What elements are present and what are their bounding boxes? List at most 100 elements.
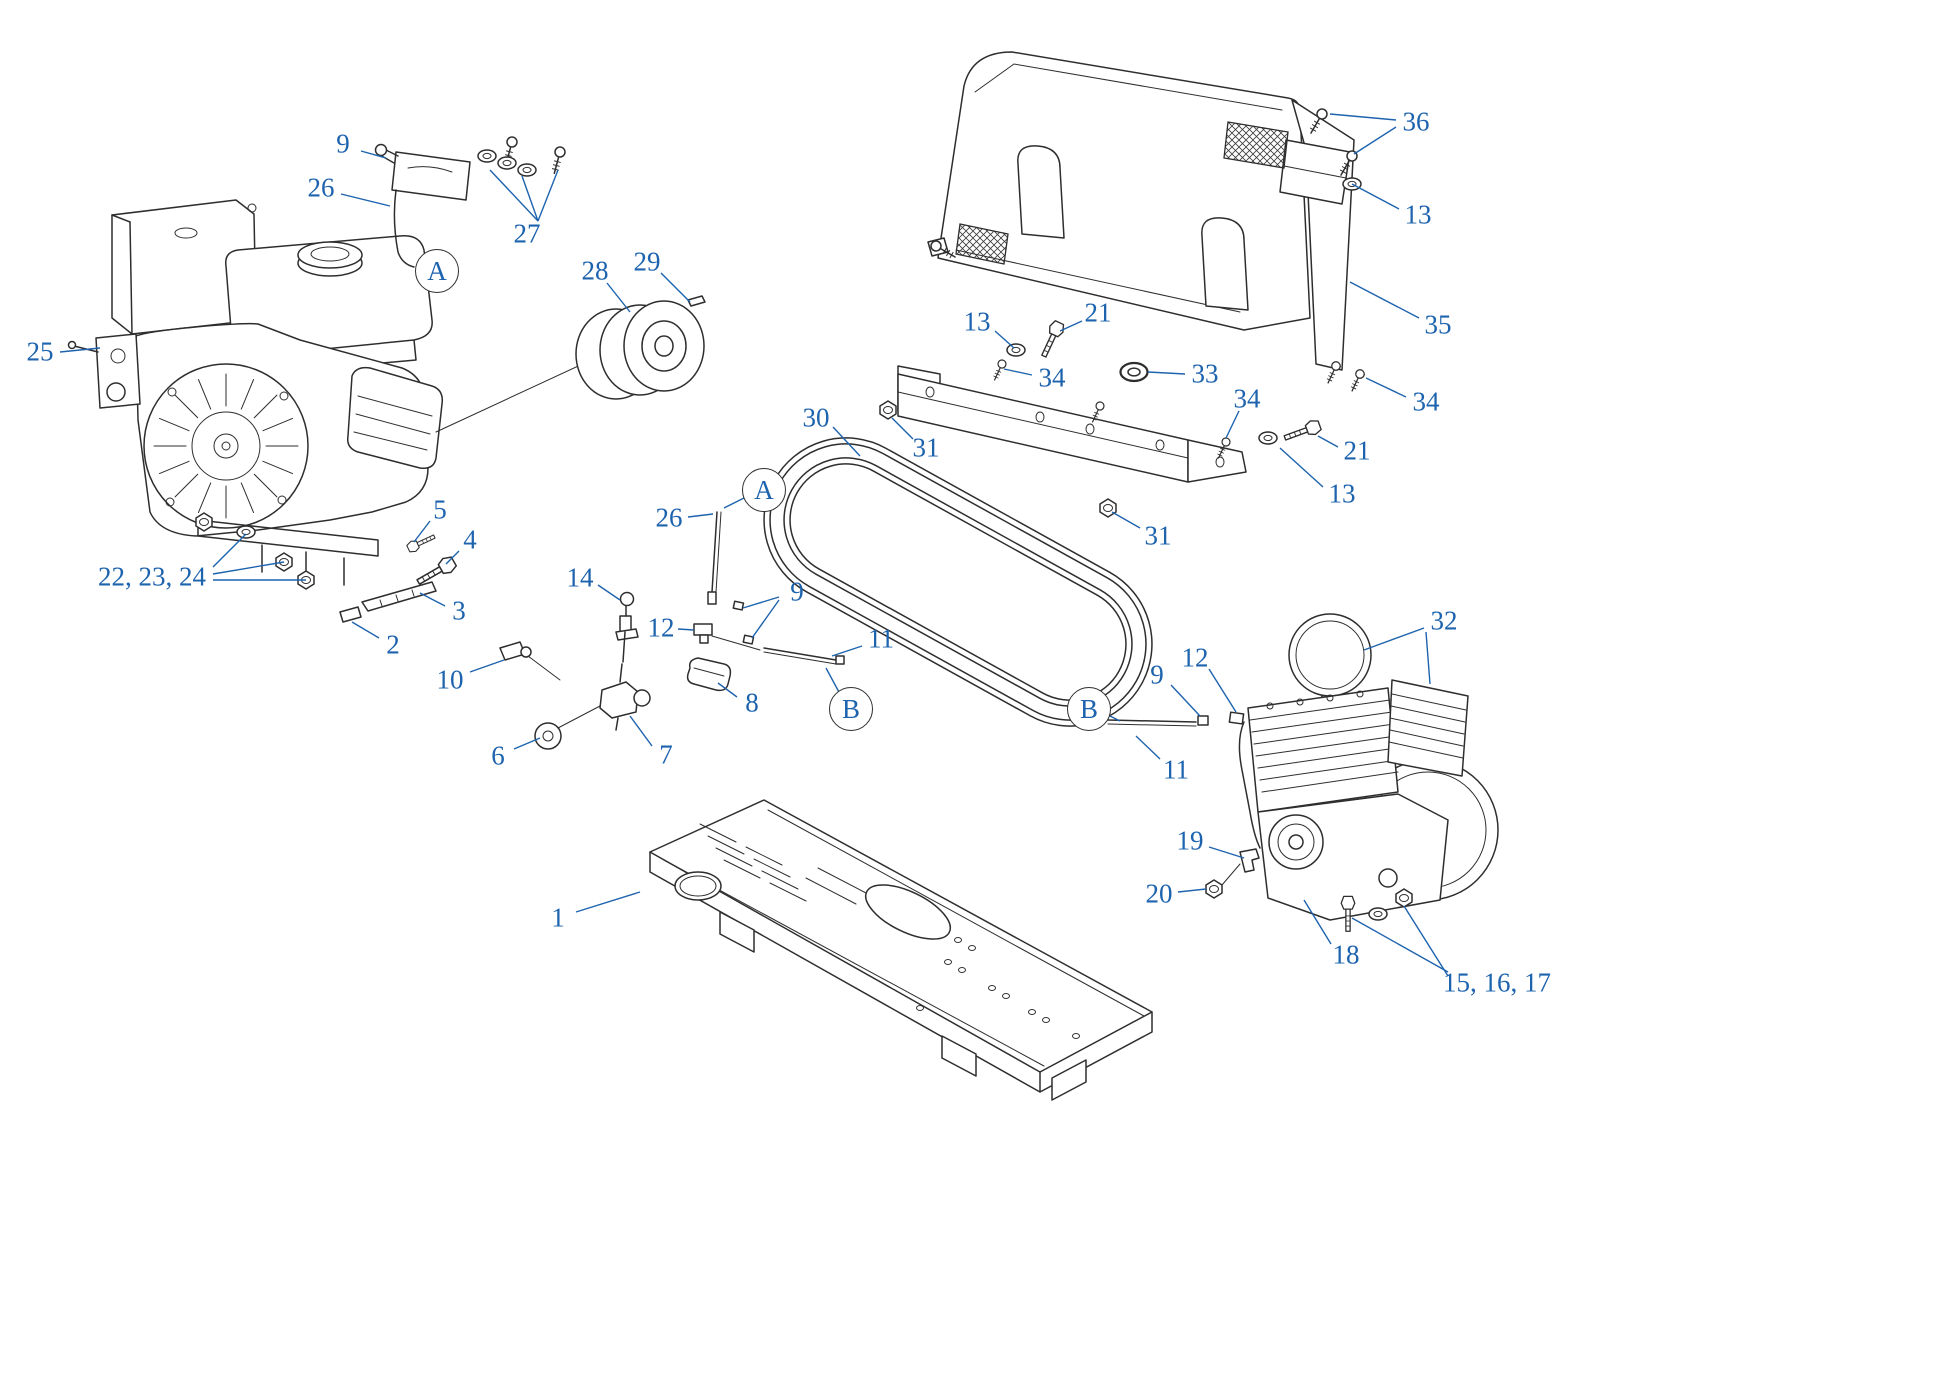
leader-line [59, 347, 101, 353]
leader-line [1111, 511, 1141, 529]
part-callout-25: 25 [26, 336, 54, 367]
leader-line [629, 715, 653, 747]
leader-line [1135, 735, 1161, 760]
part-callout-34: 34 [1233, 383, 1261, 414]
ref-bubble-a: A [415, 249, 459, 293]
part-callout-34: 34 [1412, 386, 1440, 417]
leader-line [742, 596, 780, 609]
ref-bubble-b: B [829, 687, 873, 731]
leader-line [832, 426, 861, 457]
part-callout-32: 32 [1430, 605, 1458, 636]
pulley-key [687, 295, 706, 307]
leader-line [660, 272, 691, 303]
part-callout-35: 35 [1424, 309, 1452, 340]
leader-line [1208, 668, 1237, 713]
leader-line [1363, 627, 1425, 651]
ref-bubble-b: B [1067, 687, 1111, 731]
part-callout-2: 2 [386, 629, 400, 660]
leader-line [212, 533, 247, 568]
leader-line [831, 645, 863, 657]
ref-bubble-a: A [742, 468, 786, 512]
leader-line [1059, 320, 1083, 332]
throttle-control-drawing [374, 135, 567, 268]
part-callout-4: 4 [463, 524, 477, 555]
leader-line [513, 737, 541, 750]
leader-line [891, 417, 914, 440]
leader-line [1351, 917, 1449, 973]
leader-line [1351, 183, 1400, 210]
part-callout-14: 14 [566, 562, 594, 593]
part-callout-3: 3 [452, 595, 466, 626]
part-callout-9: 9 [790, 576, 804, 607]
part-callout-19: 19 [1176, 825, 1204, 856]
leader-line [1403, 905, 1449, 977]
part-callout-7: 7 [659, 739, 673, 770]
leader-line [1353, 126, 1397, 155]
part-callout-1: 1 [551, 902, 565, 933]
belt-guard-drawing [927, 51, 1367, 394]
leader-line [360, 150, 387, 159]
leader-line [1279, 447, 1324, 488]
fittings-drawing [339, 511, 845, 750]
part-callout-22-23-24: 22, 23, 24 [98, 561, 206, 592]
engine-drawing [67, 199, 603, 590]
leader-line [212, 561, 285, 575]
leader-line [1303, 899, 1332, 945]
leader-line [489, 169, 539, 222]
base-frame-drawing [649, 799, 1153, 1101]
part-callout-34: 34 [1038, 362, 1066, 393]
part-callout-21: 21 [1084, 297, 1112, 328]
leader-line [575, 891, 641, 913]
leader-line [1365, 377, 1407, 398]
leader-line [717, 682, 738, 698]
part-callout-13: 13 [1404, 199, 1432, 230]
pulley-drawing [575, 295, 706, 400]
leader-line [340, 193, 391, 207]
leader-line [825, 667, 841, 695]
leader-line [1208, 846, 1245, 859]
part-callout-9: 9 [336, 128, 350, 159]
leader-line [445, 550, 460, 565]
leader-line [751, 599, 780, 639]
leader-line [1177, 888, 1207, 893]
leader-line [419, 592, 446, 607]
leader-line [1317, 435, 1339, 448]
part-callout-29: 29 [633, 246, 661, 277]
leader-line [1003, 368, 1033, 376]
part-callout-12: 12 [647, 612, 675, 643]
part-callout-5: 5 [433, 494, 447, 525]
bracket-drawing [879, 318, 1323, 518]
leader-line [597, 584, 621, 601]
leader-line [687, 513, 714, 518]
part-callout-20: 20 [1145, 878, 1173, 909]
leader-line [677, 628, 695, 631]
leader-line [606, 282, 631, 313]
part-callout-26: 26 [655, 502, 683, 533]
part-callout-28: 28 [581, 255, 609, 286]
leader-line [413, 520, 431, 543]
part-callout-11: 11 [868, 623, 894, 654]
leader-line [1170, 684, 1201, 717]
leader-line [1425, 631, 1431, 685]
leader-line [723, 497, 745, 509]
leader-line [351, 621, 380, 639]
pump-drawing [1107, 613, 1499, 932]
part-callout-21: 21 [1343, 435, 1371, 466]
part-callout-13: 13 [963, 306, 991, 337]
part-callout-18: 18 [1332, 939, 1360, 970]
leader-line [537, 169, 559, 222]
leader-line [1329, 113, 1397, 121]
leader-line [1349, 281, 1420, 319]
part-callout-10: 10 [436, 664, 464, 695]
part-callout-33: 33 [1191, 358, 1219, 389]
part-callout-9: 9 [1150, 659, 1164, 690]
part-callout-12: 12 [1181, 642, 1209, 673]
leader-line [1225, 410, 1240, 439]
leader-line [1147, 371, 1186, 375]
leader-line [994, 330, 1015, 349]
part-callout-31: 31 [912, 432, 940, 463]
part-callout-13: 13 [1328, 478, 1356, 509]
leader-line [469, 659, 505, 673]
